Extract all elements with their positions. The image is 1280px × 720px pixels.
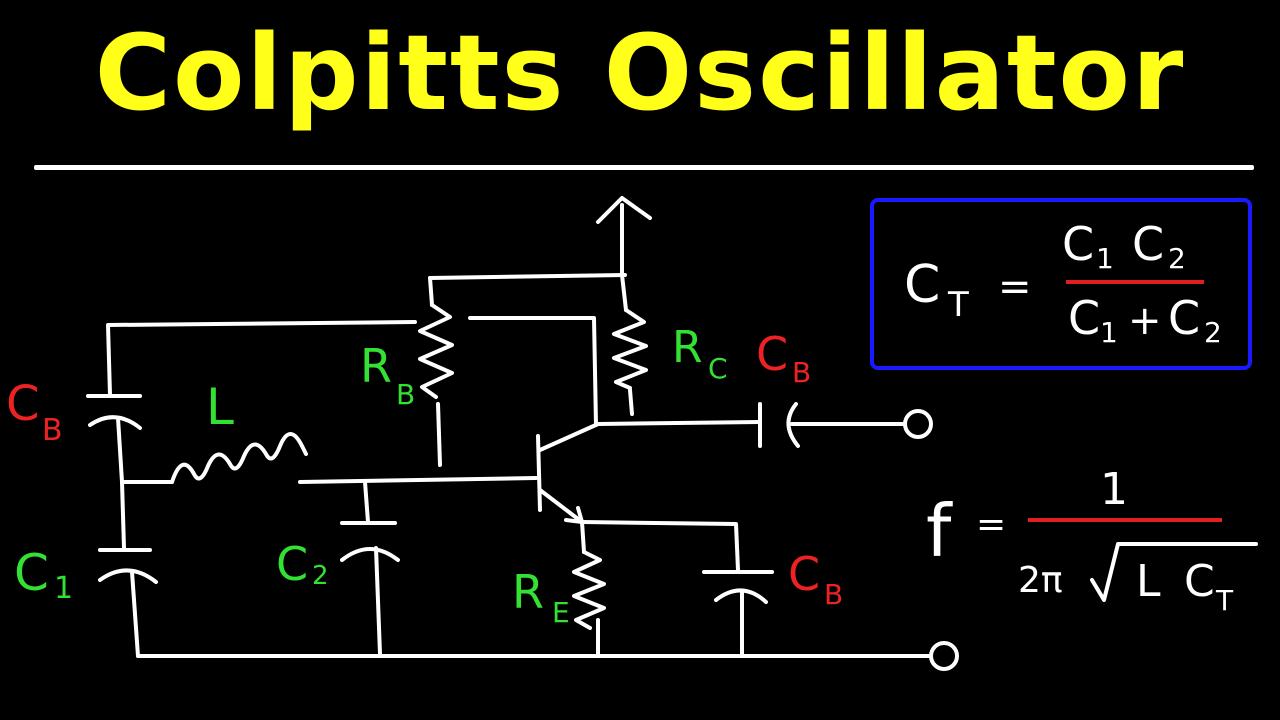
- output-terminal-bottom: [929, 641, 959, 671]
- formula-f-numerator: 1: [1100, 464, 1128, 515]
- formula-f-c-sub: T: [1215, 584, 1234, 617]
- wire-emitter-down: [580, 520, 586, 554]
- label-cb-out: C B: [756, 327, 811, 389]
- title-divider: [34, 165, 1254, 170]
- formula-ct-lhs-main: C: [904, 255, 940, 315]
- capacitor-c1-plate-bottom: [98, 568, 158, 584]
- label-cb-out-main: C: [756, 327, 788, 381]
- formula-ct-den-c2-sub: 2: [1204, 316, 1222, 349]
- formula-f-two-pi: 2π: [1018, 560, 1063, 601]
- formula-ct-box: [870, 198, 1252, 370]
- label-re-sub: E: [552, 596, 570, 629]
- formula-f: f = 1 2π L C T: [926, 464, 1258, 617]
- label-re: R E: [512, 565, 570, 629]
- wire-c1-to-ground: [130, 570, 140, 658]
- formula-f-lhs: f: [926, 489, 953, 573]
- wire-top-right: [468, 316, 598, 427]
- wire-top-left: [106, 320, 417, 397]
- formula-ct-den-c1: C: [1068, 291, 1100, 345]
- output-terminal-top: [903, 409, 933, 439]
- label-rb-sub: B: [396, 378, 415, 411]
- label-re-main: R: [512, 565, 544, 619]
- wire-rb-left: [428, 276, 434, 307]
- label-rc: R C: [672, 322, 728, 385]
- label-c2-sub: 2: [312, 561, 329, 591]
- formula-ct-den-c1-sub: 1: [1100, 316, 1118, 349]
- label-rc-main: R: [672, 322, 703, 373]
- label-cb-left-sub: B: [42, 413, 63, 448]
- wire-node-to-c1: [120, 480, 126, 550]
- resistor-rc: [612, 308, 648, 390]
- transistor-emitter: [538, 488, 584, 524]
- label-rb-main: R: [360, 339, 392, 393]
- formula-ct-plus: +: [1128, 298, 1162, 344]
- formula-f-equals: =: [976, 504, 1006, 545]
- label-c1-sub: 1: [54, 571, 73, 606]
- label-rc-sub: C: [708, 352, 728, 385]
- formula-f-sqrt-sign: [1090, 542, 1258, 602]
- label-cb-left-main: C: [6, 376, 40, 432]
- label-cb-left: C B: [6, 376, 63, 448]
- transistor-collector: [538, 420, 762, 452]
- wire-base-to-c2: [363, 480, 370, 524]
- capacitor-cb-left-plate-bottom: [88, 415, 142, 430]
- capacitor-cb-out-plate-right: [786, 402, 800, 448]
- wire-emitter-right: [580, 520, 740, 572]
- formula-ct-num-c1: C: [1062, 217, 1094, 271]
- formula-ct-lhs-sub: T: [947, 285, 969, 325]
- wire-rb-to-base: [436, 402, 442, 467]
- wire-rc-to-collector: [628, 388, 634, 416]
- wire-rb-top: [428, 273, 627, 280]
- wire-c2-to-ground: [374, 546, 382, 656]
- resistor-re: [572, 550, 606, 630]
- label-inductor: L: [206, 378, 234, 436]
- wire-cb-left-to-node: [116, 416, 124, 484]
- formula-ct-den-c2: C: [1168, 291, 1200, 345]
- formula-ct-num-c1-sub: 1: [1096, 242, 1114, 275]
- label-c2-main: C: [276, 537, 308, 591]
- resistor-rb: [418, 303, 454, 399]
- label-c1-main: C: [14, 544, 49, 602]
- label-cb-emitter-main: C: [788, 547, 820, 601]
- label-c1: C 1: [14, 544, 73, 606]
- supply-arrow-head: [596, 196, 652, 224]
- label-cb-out-sub: B: [792, 356, 811, 389]
- formula-ct-num-c2-sub: 2: [1168, 242, 1186, 275]
- label-c2: C 2: [276, 537, 329, 591]
- label-rb: R B: [360, 339, 415, 411]
- capacitor-c2-plate-bottom: [340, 547, 400, 562]
- inductor-l: [170, 432, 308, 484]
- label-cb-emitter-sub: B: [824, 578, 843, 611]
- circuit-wires: [86, 196, 959, 671]
- formula-ct-equals: =: [998, 264, 1032, 310]
- formula-ct-num-c2: C: [1132, 217, 1164, 271]
- label-cb-emitter: C B: [788, 547, 843, 611]
- page-title: Colpitts Oscillator: [94, 12, 1186, 134]
- transistor-base-bar: [536, 434, 542, 512]
- formula-f-c: C: [1184, 556, 1215, 607]
- formula-f-l: L: [1136, 556, 1161, 607]
- formula-ct: C T = C 1 C 2 C 1 + C 2: [904, 217, 1222, 349]
- wire-inductor-to-base: [298, 476, 538, 484]
- wire-rc-top: [620, 273, 628, 312]
